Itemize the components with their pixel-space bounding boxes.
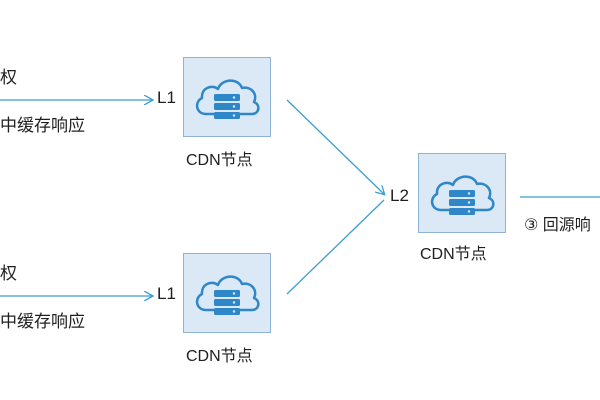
cloud-server-icon — [195, 275, 260, 315]
center-level-label: L2 — [390, 186, 409, 205]
top-to-center-arrow — [286, 99, 384, 194]
center-cdn-node[interactable] — [418, 153, 506, 233]
top-cdn-node[interactable] — [183, 57, 271, 137]
cloud-server-icon — [430, 175, 495, 215]
top-label-fragment-1: 权 — [0, 68, 17, 87]
top-label-fragment-2: 中缓存响应 — [0, 116, 85, 135]
top-node-caption: CDN节点 — [186, 152, 253, 169]
top-level-label: L1 — [157, 88, 176, 107]
bottom-node-caption: CDN节点 — [186, 348, 253, 365]
right-label-fragment: ③ 回源响 — [524, 217, 591, 234]
bottom-level-label: L1 — [157, 284, 176, 303]
bottom-label-fragment-1: 权 — [0, 264, 17, 283]
bottom-cdn-node[interactable] — [183, 253, 271, 333]
cloud-server-icon — [195, 79, 260, 119]
center-node-caption: CDN节点 — [420, 246, 487, 263]
bottom-label-fragment-2: 中缓存响应 — [0, 312, 85, 331]
bottom-to-center-arrow — [286, 199, 385, 295]
